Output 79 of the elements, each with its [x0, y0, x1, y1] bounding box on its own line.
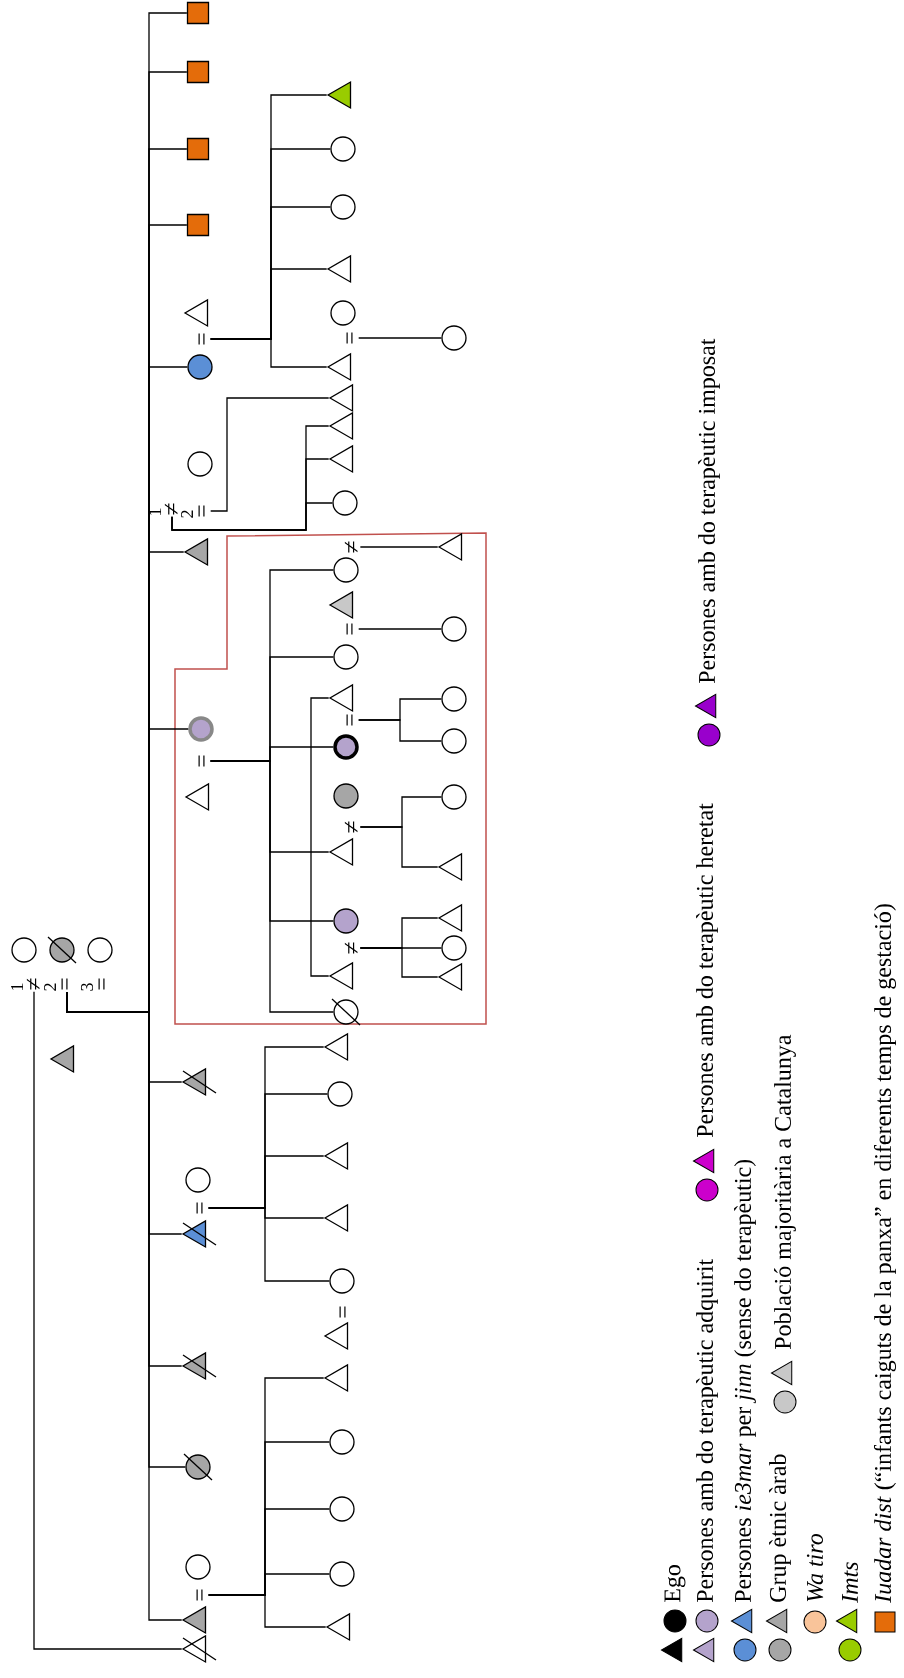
- kinship-line: [358, 719, 442, 742]
- circle-symbol: [327, 1081, 353, 1107]
- kinship-line: [210, 338, 328, 368]
- circle-symbol: [332, 490, 358, 516]
- kinship-sign: ≠: [164, 503, 178, 515]
- circle-symbol: [441, 784, 467, 810]
- circle-symbol: [187, 451, 213, 477]
- square-symbol: [186, 60, 210, 84]
- circle-symbol: [329, 1268, 355, 1294]
- crossed-circle-symbol: [47, 936, 77, 964]
- kinship-line: [358, 628, 442, 630]
- circle-symbol: [329, 1561, 355, 1587]
- legend-text: Persones amb do terapèutic imposat: [698, 338, 720, 684]
- kinship-sign: =: [198, 755, 205, 767]
- kinship-sign: ≠: [344, 541, 358, 553]
- circle-symbol: [11, 937, 37, 963]
- circle-symbol: [441, 728, 467, 754]
- kinship-sign: =: [346, 714, 353, 726]
- circle-symbol: [441, 686, 467, 712]
- kinship-line: [208, 1207, 330, 1282]
- circle-symbol: [330, 194, 356, 220]
- kinship-sign: =: [339, 1306, 346, 1318]
- kinship-sign: =: [346, 623, 353, 635]
- circle-symbol: [333, 783, 359, 809]
- kinship-sign: =: [61, 978, 68, 990]
- kinship-sign: =: [196, 1202, 203, 1214]
- kinship-sign: ≠: [344, 821, 358, 833]
- circle-symbol: [330, 300, 356, 326]
- kinship-line: [210, 760, 334, 1013]
- sign-number: 3: [80, 983, 94, 991]
- legend-text: Persones amb do terapèutic heretat: [696, 803, 718, 1138]
- kinship-line: [210, 397, 330, 512]
- circle-symbol: [333, 644, 359, 670]
- circle-symbol: [87, 937, 113, 963]
- circle-symbol: [187, 354, 213, 380]
- sign-number: 1: [11, 983, 23, 990]
- legend-text: Iuadar dist (“infants caiguts de la panxa” en diferents temps de gestació): [873, 904, 897, 1603]
- legend-text: Imts: [842, 1562, 858, 1603]
- legend-text: Població majoritària a Catalunya: [774, 1034, 796, 1350]
- kinship-line: [171, 502, 333, 531]
- circle-symbol: [188, 716, 214, 742]
- crossed-circle-symbol: [331, 998, 361, 1026]
- kinship-sign: =: [196, 1589, 203, 1601]
- kinship-line: [359, 546, 439, 548]
- circle-symbol: [329, 1496, 355, 1522]
- circle-symbol: [333, 557, 359, 583]
- kinship-sign: =: [198, 333, 205, 345]
- circle-symbol: [329, 1429, 355, 1455]
- kinship-line: [310, 697, 330, 977]
- circle-symbol: [333, 908, 359, 934]
- legend-text: Wa tiro: [806, 1533, 824, 1602]
- kinship-line: [33, 991, 183, 1650]
- circle-symbol: [185, 1167, 211, 1193]
- square-symbol: [186, 137, 210, 161]
- sign-number: 1: [149, 508, 161, 515]
- circle-symbol: [441, 935, 467, 961]
- crossed-circle-symbol: [183, 1453, 213, 1481]
- square-symbol: [186, 1, 210, 25]
- circle-symbol: [333, 734, 359, 760]
- legend-text: Persones ie3mar perjinn (sense do terapèutic): [734, 1159, 756, 1603]
- circle-symbol: [330, 136, 356, 162]
- kinship-line: [208, 1594, 327, 1628]
- kinship-line: [359, 947, 439, 978]
- kinship-sign: ≠: [26, 978, 40, 990]
- kinship-sign: ≠: [344, 942, 358, 954]
- circle-symbol: [441, 325, 467, 351]
- kinship-sign: =: [346, 332, 353, 344]
- legend-text: Grup ètnic àrab: [769, 1454, 791, 1602]
- circle-symbol: [441, 616, 467, 642]
- sign-number: 2: [181, 510, 193, 518]
- kinship-sign: =: [198, 505, 205, 517]
- kinship-line: [66, 991, 183, 1621]
- circle-symbol: [185, 1554, 211, 1580]
- square-symbol: [186, 213, 210, 237]
- kinship-line: [359, 826, 439, 868]
- sign-number: 2: [44, 983, 56, 991]
- legend-text: Ego: [664, 1565, 686, 1603]
- legend-text: Persones amb do terapèutic adquirit: [696, 1259, 718, 1603]
- kinship-sign: =: [98, 978, 105, 990]
